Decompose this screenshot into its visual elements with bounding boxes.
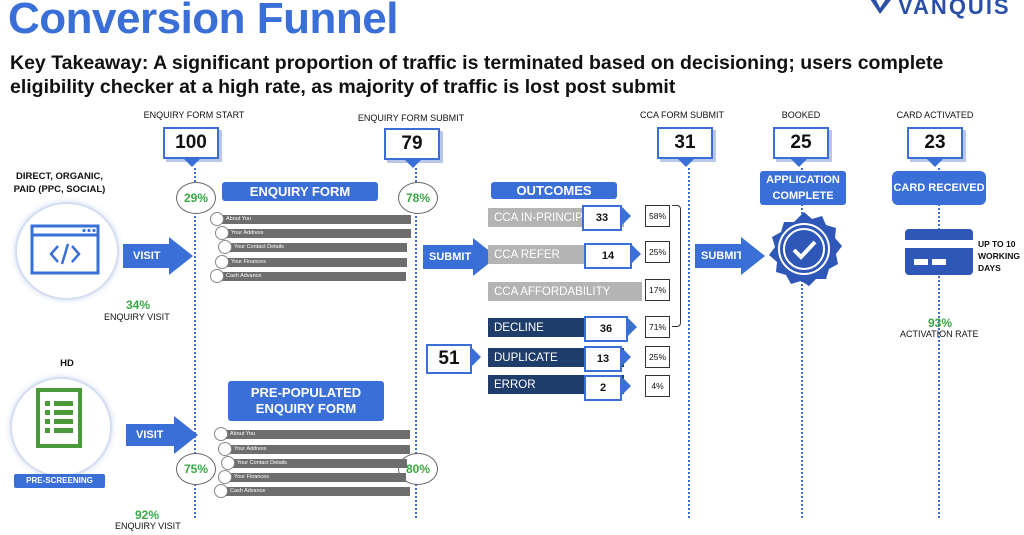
outcome-count: 33	[582, 205, 622, 231]
outcome-pointer	[626, 316, 637, 338]
stage-count-card-activated: 23	[907, 127, 963, 159]
stage-label-card-activated: CARD ACTIVATED	[896, 110, 974, 120]
hd-start-pct: 75%	[176, 453, 216, 485]
stage-divider	[194, 168, 196, 518]
outcome-bracket	[672, 205, 681, 327]
lost-pointer	[470, 346, 481, 368]
visit-label: VISIT	[133, 250, 161, 262]
arrow-right-icon	[169, 237, 193, 275]
stage-count-cca-submit: 31	[657, 127, 713, 159]
enquiry-form-title: ENQUIRY FORM	[222, 182, 378, 201]
outcome-pct: 71%	[645, 316, 670, 338]
stage-pointer	[182, 157, 202, 167]
logo-mark-icon	[870, 0, 891, 14]
submit-label: SUBMIT	[429, 251, 472, 263]
outcome-pointer	[630, 243, 641, 265]
key-takeaway: Key Takeaway: A significant proportion o…	[10, 52, 944, 98]
outcome-pointer	[620, 346, 631, 368]
credit-card-icon	[904, 228, 974, 276]
stage-label-enquiry-submit: ENQUIRY FORM SUBMIT	[357, 113, 465, 123]
outcome-pct: 25%	[645, 346, 670, 368]
delivery-note: UP TO 10 WORKING DAYS	[978, 239, 1021, 273]
direct-visit-pct: 34%	[126, 298, 151, 312]
source-hd-label: HD	[60, 358, 74, 369]
outcome-pointer	[620, 205, 631, 227]
visit-arrow-hd: VISIT	[126, 424, 174, 446]
submit-arrow: SUBMIT	[695, 244, 744, 268]
card-received-title: CARD RECEIVED	[892, 171, 986, 205]
outcome-count: 36	[584, 316, 628, 342]
activation-pct: 93%	[928, 316, 953, 330]
outcome-pct: 25%	[645, 241, 670, 263]
outcome-pct: 4%	[645, 375, 670, 397]
activation-caption: ACTIVATION RATE	[900, 329, 979, 339]
direct-submit-pct: 78%	[398, 182, 438, 214]
stage-pointer	[925, 157, 945, 167]
outcome-pct: 58%	[645, 205, 670, 227]
logo-text: VANQUIS	[898, 0, 1011, 19]
submit-label: SUBMIT	[701, 250, 744, 262]
outcome-count: 13	[584, 346, 622, 372]
stage-label-booked: BOOKED	[781, 110, 821, 120]
hd-visit-pct: 92%	[135, 508, 160, 522]
page-title: Conversion Funnel	[8, 0, 398, 43]
outcome-cca-affordability: CCA AFFORDABILITY	[488, 282, 642, 301]
lost-total: 51	[426, 344, 472, 374]
arrow-right-icon	[174, 416, 198, 454]
arrow-right-icon	[741, 237, 765, 275]
stage-count-enquiry-submit: 79	[384, 128, 440, 160]
stage-divider	[801, 168, 803, 518]
stage-divider	[688, 168, 690, 518]
pre-screening-badge: PRE-SCREENING	[14, 474, 105, 488]
check-badge-icon	[765, 210, 843, 288]
submit-arrow: SUBMIT	[423, 245, 473, 269]
stage-pointer	[789, 157, 809, 167]
outcome-count: 14	[584, 243, 632, 269]
direct-visit-caption: ENQUIRY VISIT	[104, 312, 170, 322]
code-window-icon	[15, 202, 119, 300]
hd-visit-caption: ENQUIRY VISIT	[115, 521, 181, 531]
source-direct-label: DIRECT, ORGANIC, PAID (PPC, SOCIAL)	[13, 171, 106, 195]
stage-pointer	[676, 157, 696, 167]
outcome-pct: 17%	[645, 279, 670, 301]
stage-count-enquiry-start: 100	[163, 127, 219, 159]
stage-label-cca-submit: CCA FORM SUBMIT	[639, 110, 724, 120]
visit-arrow-direct: VISIT	[123, 244, 169, 268]
visit-label: VISIT	[136, 429, 164, 441]
outcomes-title: OUTCOMES	[491, 182, 617, 199]
outcome-count: 2	[584, 375, 622, 401]
prepop-form-title: PRE-POPULATED ENQUIRY FORM	[228, 381, 384, 421]
direct-start-pct: 29%	[176, 182, 216, 214]
stage-pointer	[403, 158, 423, 168]
stage-divider	[938, 168, 940, 518]
application-complete-title: APPLICATION COMPLETE	[760, 171, 846, 205]
stage-count-booked: 25	[773, 127, 829, 159]
vanquis-logo: VANQUIS	[866, 0, 1024, 20]
checklist-icon	[10, 377, 112, 477]
outcome-pointer	[620, 375, 631, 397]
stage-label-enquiry-start: ENQUIRY FORM START	[143, 110, 245, 120]
stage-divider	[415, 168, 417, 518]
